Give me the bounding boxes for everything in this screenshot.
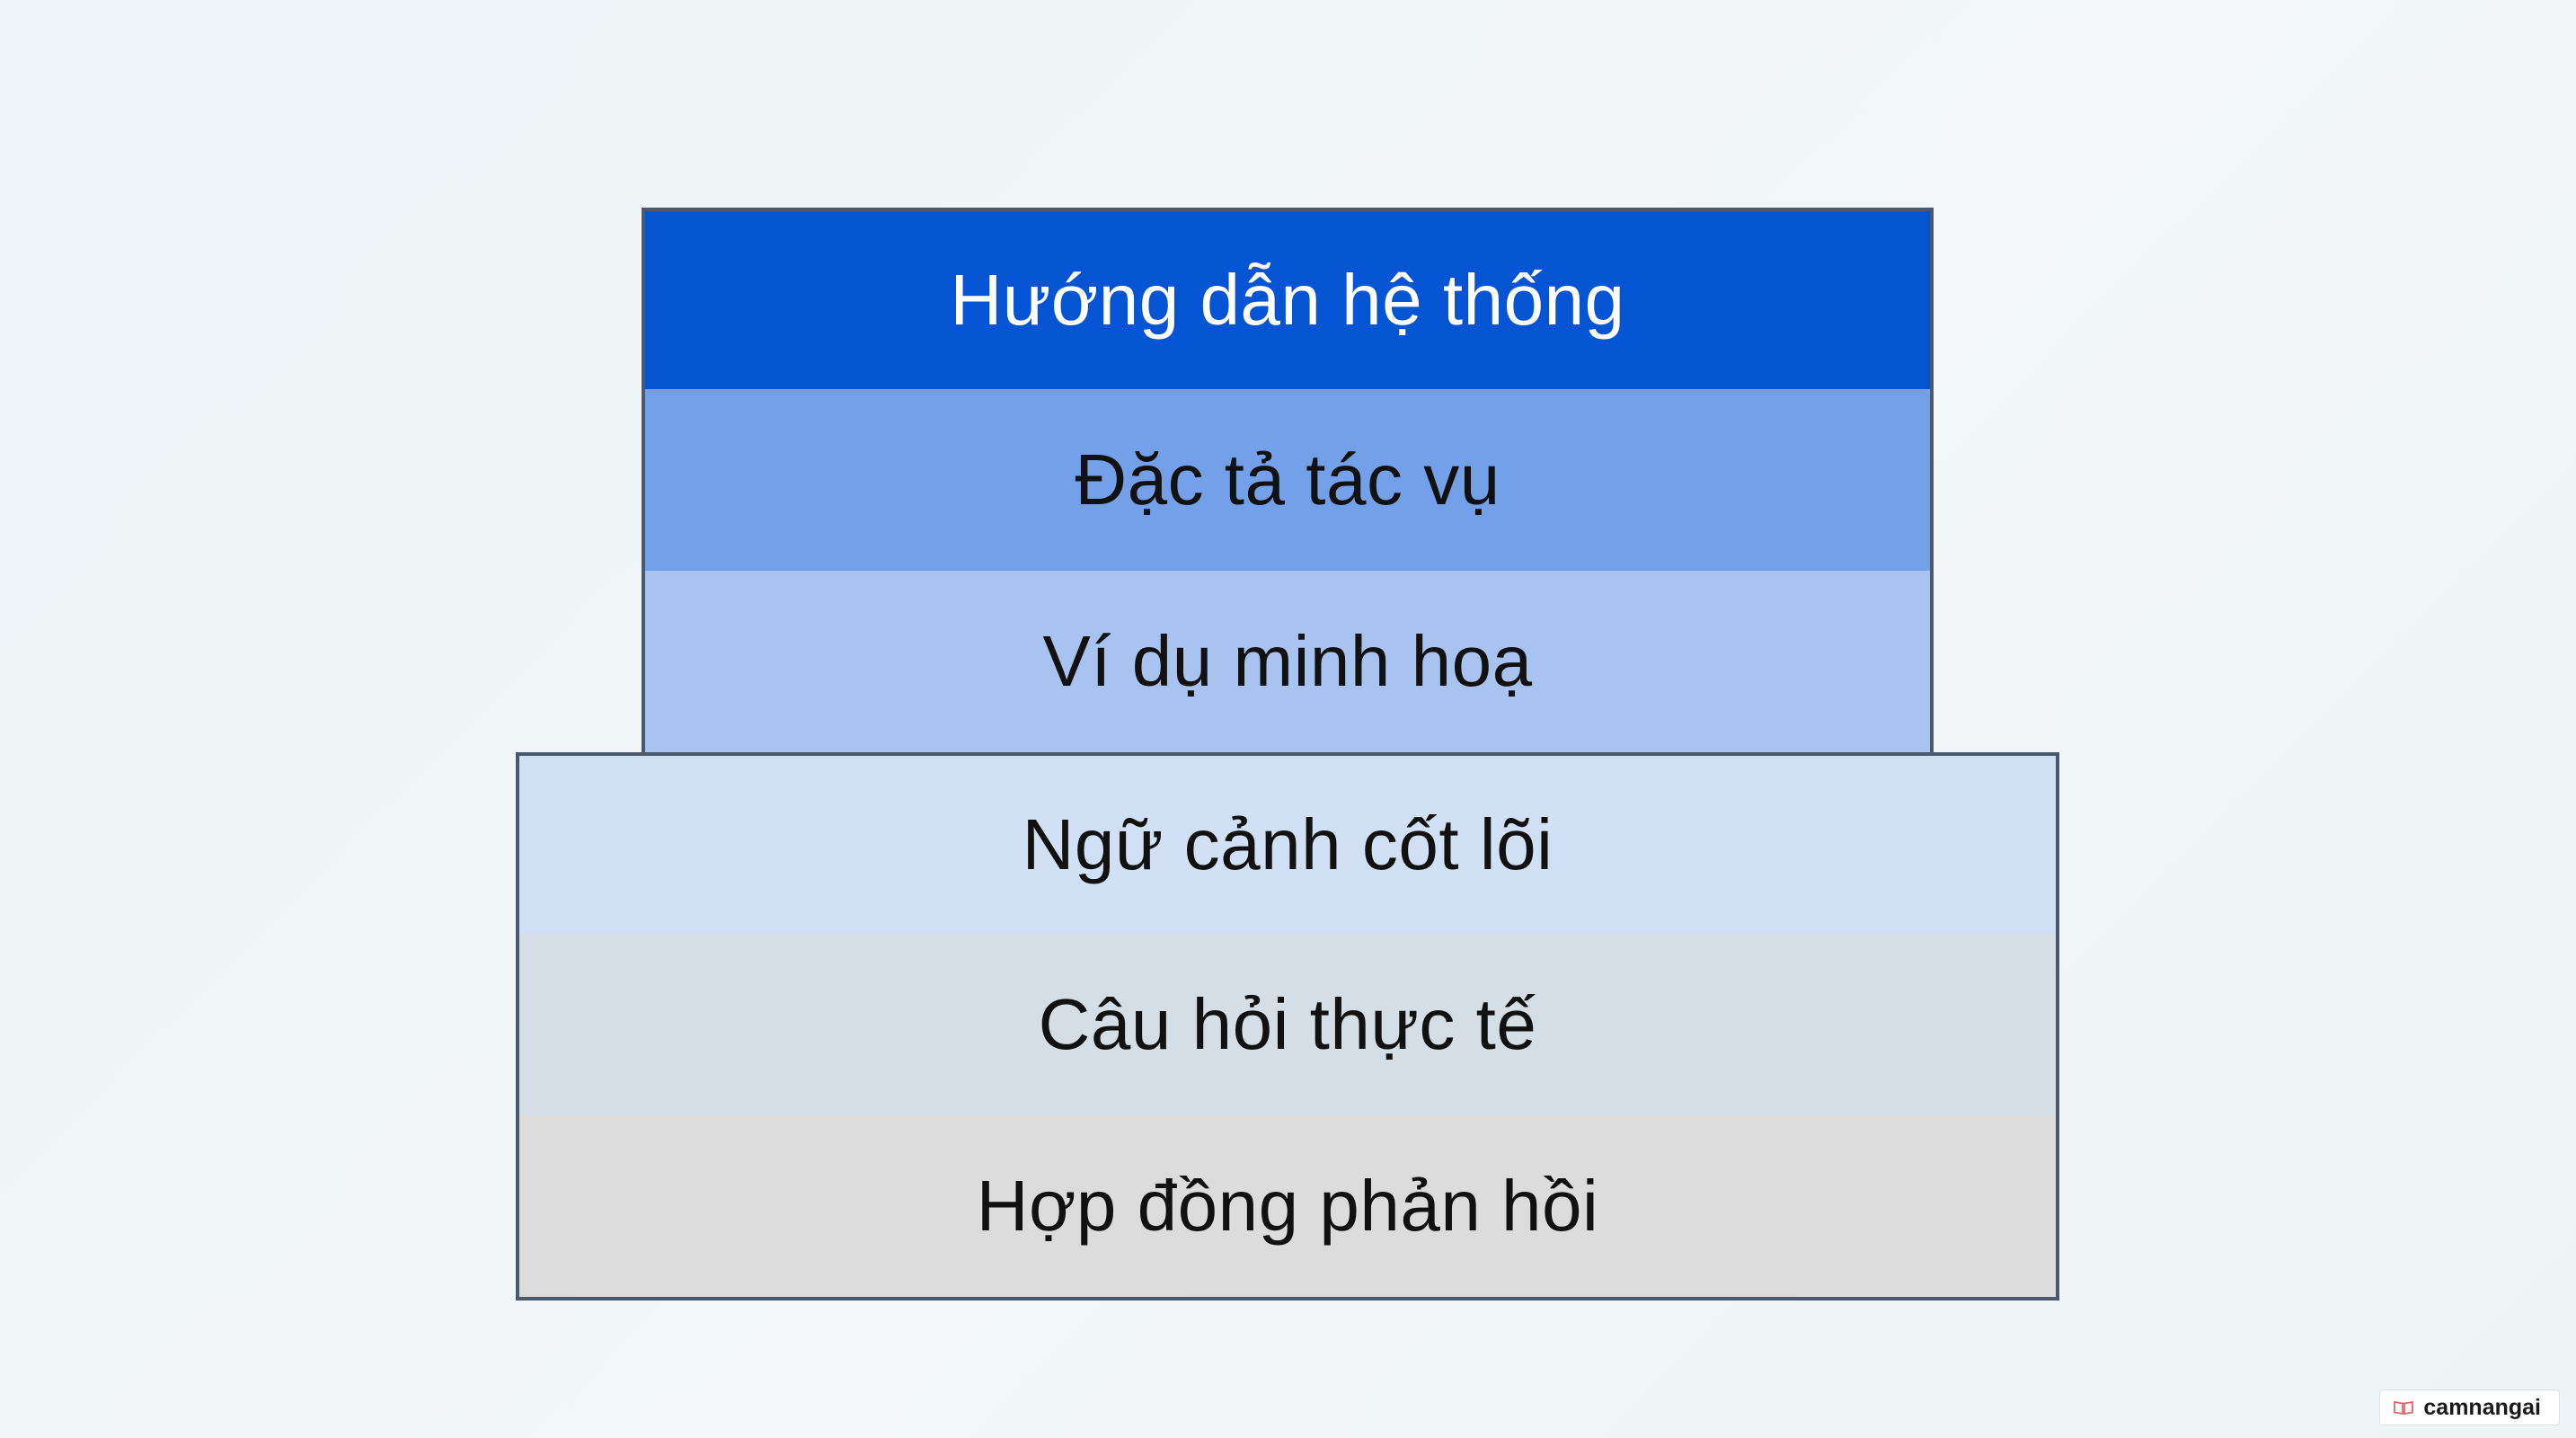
layer-task-specification: Đặc tả tác vụ — [642, 389, 1934, 574]
layer-response-contract: Hợp đồng phản hồi — [516, 1115, 2059, 1300]
book-icon — [2394, 1400, 2414, 1416]
layer-system-instructions: Hướng dẫn hệ thống — [642, 208, 1934, 393]
layer-real-question: Câu hỏi thực tế — [516, 934, 2059, 1119]
watermark-text: camnangai — [2423, 1394, 2541, 1420]
watermark-badge: camnangai — [2379, 1389, 2560, 1425]
layer-core-context: Ngữ cảnh cốt lõi — [516, 752, 2059, 937]
layer-examples: Ví dụ minh hoạ — [642, 571, 1934, 756]
